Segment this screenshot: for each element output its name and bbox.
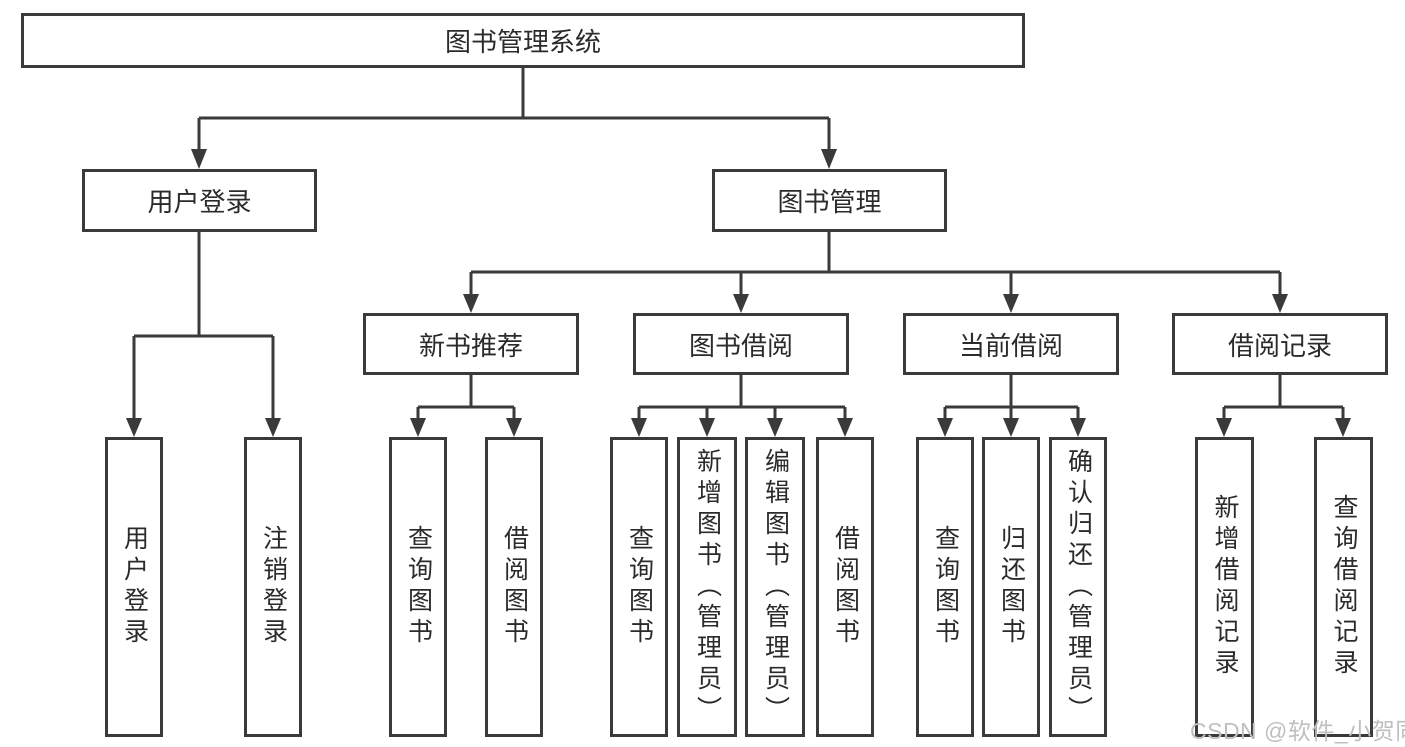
node-label: 当前借阅 [958, 330, 1063, 361]
node-root-system: 图书管理系统 [21, 13, 1025, 68]
node-book-management: 图书管理 [712, 169, 947, 232]
leaf-borrow-borrow-books: 借阅图书 [816, 437, 874, 737]
node-current-borrow: 当前借阅 [903, 313, 1119, 375]
node-label: 用户登录 [120, 525, 149, 649]
node-label: 新书推荐 [418, 330, 523, 361]
node-label: 用户登录 [147, 187, 252, 217]
arrowheads [126, 149, 1351, 437]
node-label: 确认归还（管理员） [1064, 447, 1093, 727]
leaf-recommend-query-books: 查询图书 [389, 437, 447, 737]
leaf-add-borrow-record: 新增借阅记录 [1195, 437, 1254, 737]
node-book-borrow: 图书借阅 [633, 313, 849, 375]
leaf-borrow-query-books: 查询图书 [610, 437, 668, 737]
node-label: 查询图书 [404, 525, 433, 649]
node-label: 查询图书 [931, 525, 960, 649]
node-label: 新增借阅记录 [1211, 494, 1239, 680]
node-label: 图书管理 [777, 187, 882, 217]
node-label: 图书管理系统 [444, 27, 601, 57]
leaf-recommend-borrow-books: 借阅图书 [485, 437, 543, 737]
watermark: CSDN @软件_小贺同学 [1190, 718, 1405, 744]
leaf-edit-books-admin: 编辑图书（管理员） [745, 437, 805, 737]
node-label: 编辑图书（管理员） [761, 447, 790, 727]
node-borrow-records: 借阅记录 [1172, 313, 1388, 375]
node-label: 新增图书（管理员） [693, 447, 722, 727]
node-label: 注销登录 [259, 525, 288, 649]
node-new-book-recommend: 新书推荐 [363, 313, 579, 375]
node-label: 图书借阅 [688, 330, 793, 361]
leaf-confirm-return-admin: 确认归还（管理员） [1049, 437, 1107, 737]
leaf-return-books: 归还图书 [982, 437, 1040, 737]
leaf-query-borrow-record: 查询借阅记录 [1314, 437, 1373, 737]
node-label: 查询借阅记录 [1330, 494, 1358, 680]
leaf-current-query-books: 查询图书 [916, 437, 974, 737]
leaf-user-login: 用户登录 [105, 437, 163, 737]
node-label: 借阅图书 [831, 525, 860, 649]
node-user-login: 用户登录 [82, 169, 317, 232]
node-label: 归还图书 [997, 525, 1026, 649]
node-label: 借阅记录 [1227, 330, 1332, 361]
leaf-logout: 注销登录 [244, 437, 302, 737]
node-label: 查询图书 [625, 525, 654, 649]
leaf-add-books-admin: 新增图书（管理员） [677, 437, 737, 737]
node-label: 借阅图书 [500, 525, 529, 649]
